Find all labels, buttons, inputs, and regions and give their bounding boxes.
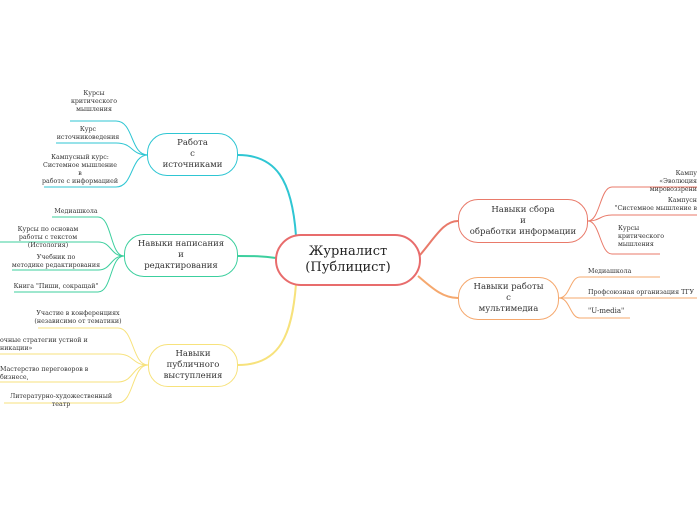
link-gathering [419, 220, 459, 256]
leaf-editing-textbook[interactable]: Учебник по методике редактирования [11, 254, 101, 269]
leaf-campus-systems[interactable]: Кампусн "Системное мышление в [614, 197, 697, 212]
link-multimedia [417, 275, 459, 299]
leaf-media-school-2[interactable]: Медиашкола [588, 268, 632, 275]
leaf-campus-worldview[interactable]: Кампу «Эволюция мировоззрени [649, 170, 697, 193]
leaf-media-school[interactable]: Медиашкола [54, 208, 98, 215]
leaf-negotiation-mastery[interactable]: Мастерство переговоров в бизнесе, [0, 366, 89, 381]
link-speaking [237, 283, 297, 366]
branch-writing[interactable]: Навыки написания и редактирования [124, 234, 238, 277]
leaf-book-write-cut[interactable]: Книга "Пиши, сокращай" [13, 283, 99, 290]
link-writing [237, 255, 277, 259]
branch-gathering[interactable]: Навыки сбора и обработки информации [458, 199, 588, 243]
leaf-u-media[interactable]: "U-media" [588, 307, 625, 315]
leaf-literary-theatre[interactable]: Литературно-художественный театр [9, 393, 113, 408]
branch-sources[interactable]: Работа с источниками [147, 133, 238, 176]
leaf-critical-thinking[interactable]: Курсы критического мышления [618, 225, 665, 248]
central-topic[interactable]: Журналист (Публицист) [275, 234, 421, 286]
leaf-trade-union[interactable]: Профсоюзная организация ТГУ [588, 289, 694, 296]
leaf-critical-thinking-courses[interactable]: Курсы критического мышления [70, 90, 118, 113]
branch-speaking[interactable]: Навыки публичного выступления [148, 344, 238, 387]
leaf-conferences[interactable]: Участие в конференциях (независимо от те… [34, 310, 122, 325]
link-sources [237, 154, 297, 237]
leaf-source-studies-course[interactable]: Курс источниковедения [56, 126, 120, 141]
branch-multimedia[interactable]: Навыки работы с мультимедиа [458, 277, 559, 320]
leaf-oral-strategies[interactable]: очные стратегии устной и никации» [0, 337, 88, 352]
leaf-text-basics-courses[interactable]: Курсы по основам работы с текстом (Истол… [17, 226, 79, 249]
leaf-campus-systems-course[interactable]: Кампусный курс: Системное мышление в раб… [41, 154, 119, 185]
